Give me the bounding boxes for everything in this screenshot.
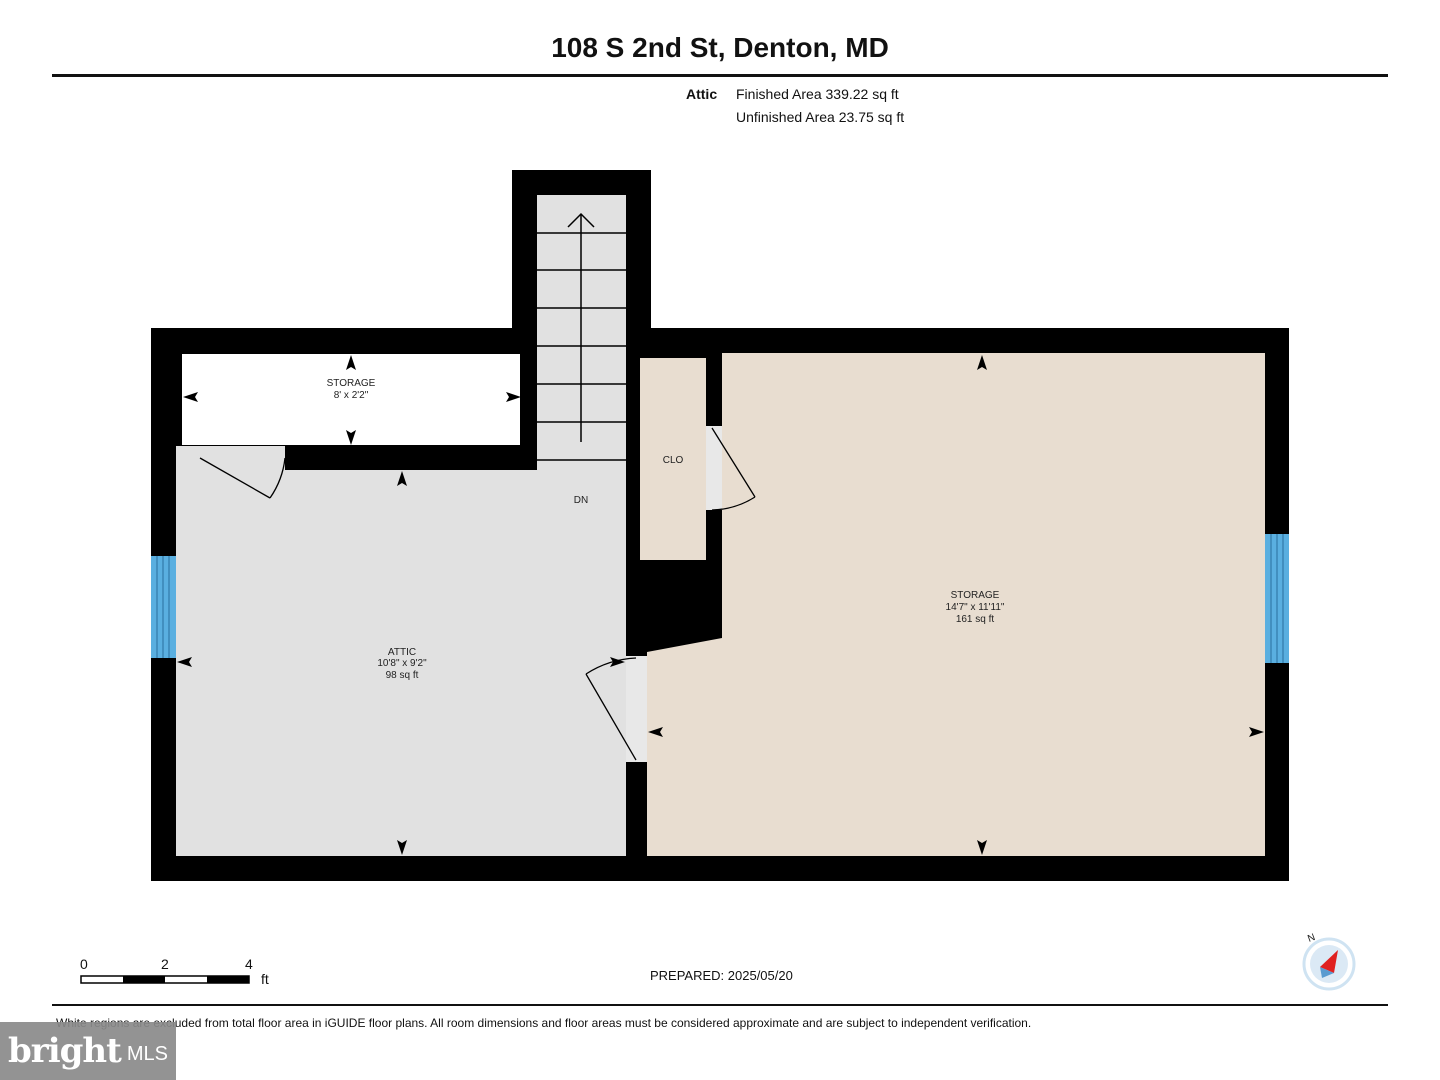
attic-room-upper [176, 446, 200, 470]
footer-rule [52, 1004, 1388, 1006]
attic-room [176, 470, 626, 856]
logo-brand: bright [8, 1031, 122, 1071]
storage-door-opening [626, 656, 647, 762]
storage-small-name: STORAGE [327, 378, 376, 389]
storage-large-room [647, 353, 1265, 856]
bright-mls-logo: bright MLS [0, 1022, 176, 1080]
compass-north-label: N [1306, 932, 1317, 945]
attic-door-gap [200, 446, 285, 470]
storage-large-area: 161 sq ft [956, 614, 995, 625]
disclaimer: White regions are excluded from total fl… [56, 1016, 1032, 1030]
storage-large-dims: 14'7" x 11'11" [946, 602, 1005, 613]
stairs-label: DN [574, 495, 588, 506]
storage-small-dims: 8' x 2'2" [334, 390, 369, 401]
attic-dims: 10'8" x 9'2" [377, 658, 427, 669]
finished-area: Finished Area 339.22 sq ft [736, 86, 899, 102]
attic-area: 98 sq ft [386, 670, 419, 681]
door-swing-storage-large [585, 657, 637, 761]
scale-tick-0: 0 [80, 956, 88, 972]
door-swing-closet [711, 427, 756, 511]
closet-name: CLO [663, 455, 684, 466]
scale-unit: ft [261, 971, 269, 987]
level-name: Attic [686, 86, 718, 102]
prepared-date: PREPARED: 2025/05/20 [650, 968, 793, 983]
scale-bar [80, 975, 250, 984]
closet-door-opening [706, 426, 722, 510]
scale-tick-4: 4 [245, 956, 253, 972]
header-rule [52, 74, 1388, 77]
door-swing-storage-small [199, 457, 286, 499]
storage-large-name: STORAGE [951, 590, 1000, 601]
stair-direction-arrow [567, 212, 595, 442]
compass-icon: N [1302, 932, 1356, 991]
plan-title: 108 S 2nd St, Denton, MD [551, 32, 889, 63]
logo-suffix: MLS [126, 1042, 168, 1065]
attic-name: ATTIC [388, 647, 416, 658]
unfinished-area: Unfinished Area 23.75 sq ft [736, 109, 905, 125]
scale-tick-2: 2 [161, 956, 169, 972]
storage-small-room [182, 354, 520, 445]
closet-room [640, 358, 706, 560]
